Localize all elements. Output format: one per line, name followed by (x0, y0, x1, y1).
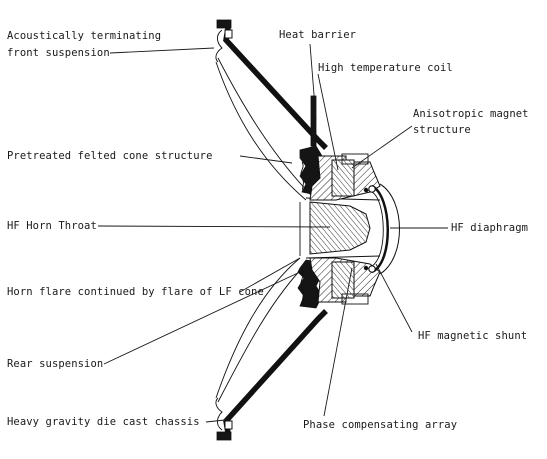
label-front-suspension-line2: front suspension (7, 47, 110, 59)
label-hf-diaphragm: HF diaphragm (451, 222, 528, 234)
hf-diaphragm (363, 183, 400, 275)
label-cone-structure: Pretreated felted cone structure (7, 150, 213, 162)
label-front-suspension-line1: Acoustically terminating (7, 30, 161, 42)
label-hf-magnetic-shunt: HF magnetic shunt (418, 330, 527, 342)
chassis (216, 19, 328, 441)
label-horn-flare: Horn flare continued by flare of LF cone (7, 286, 264, 298)
label-hf-horn-throat: HF Horn Throat (7, 220, 97, 232)
label-phase-compensating-array: Phase compensating array (303, 419, 457, 431)
labels: Acoustically terminating front suspensio… (7, 29, 529, 431)
label-heat-barrier: Heat barrier (279, 29, 356, 41)
label-magnet-line2: structure (413, 124, 471, 136)
cone (215, 29, 313, 431)
label-chassis: Heavy gravity die cast chassis (7, 416, 200, 428)
leader-lines (97, 43, 448, 423)
label-rear-suspension: Rear suspension (7, 358, 103, 370)
label-high-temperature-coil: High temperature coil (318, 62, 453, 74)
label-magnet-line1: Anisotropic magnet (413, 108, 529, 120)
magnet-structure (309, 153, 381, 305)
